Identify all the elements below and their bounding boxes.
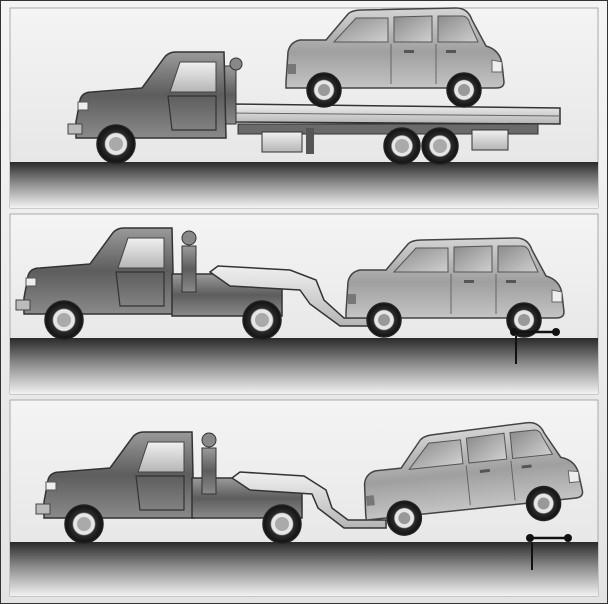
road-surface — [10, 162, 598, 208]
panel-wheel-lift-rear — [10, 400, 598, 596]
panel-wheel-lift-front — [10, 214, 598, 394]
road-surface — [10, 542, 598, 596]
road-surface — [10, 338, 598, 394]
panel-flatbed — [10, 8, 598, 208]
